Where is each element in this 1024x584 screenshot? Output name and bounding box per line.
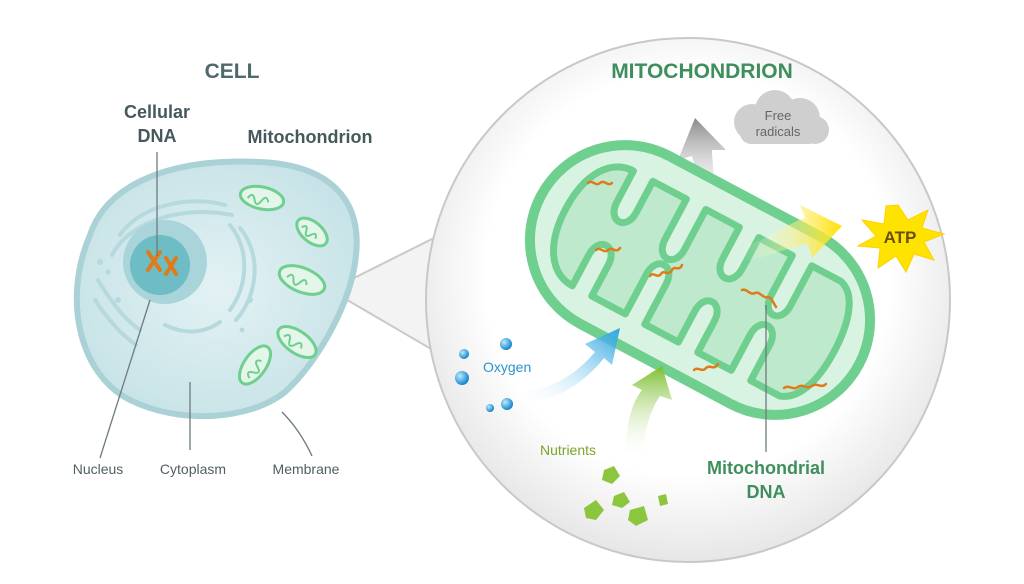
free-radicals-arrow: [678, 118, 726, 215]
membrane-label: Membrane: [273, 461, 340, 477]
chromosome-icon: [146, 250, 178, 276]
cell-mitochondria: [237, 184, 329, 386]
mitochondrial-dna-label-2: DNA: [747, 482, 786, 502]
cell-leader-lines: [99, 152, 313, 459]
mitochondrion-small-5: [237, 344, 273, 386]
atp-arrow: [742, 205, 842, 262]
vesicles: [94, 259, 253, 333]
mito-dna-4: [740, 288, 778, 309]
mitochondrion-small-3: [277, 264, 327, 296]
mito-dna-3: [648, 263, 684, 278]
mito-dna-6: [782, 382, 828, 390]
mitochondrion-label: Mitochondrion: [248, 127, 373, 147]
endoplasmic-reticulum: [93, 199, 257, 347]
mitochondrion-title: MITOCHONDRION: [611, 60, 793, 83]
free-radicals-cloud: [734, 90, 829, 144]
mitochondrion-large: [524, 140, 876, 420]
cell: [73, 152, 360, 459]
cristae: [550, 163, 853, 400]
cell-title: CELL: [205, 60, 260, 83]
atp-label: ATP: [884, 228, 917, 247]
cellular-dna-label: Cellular: [124, 102, 190, 122]
mitochondrial-dna-strands: [586, 180, 828, 390]
cellular-dna-label-2: DNA: [138, 126, 177, 146]
cytoplasm-label: Cytoplasm: [160, 461, 226, 477]
oxygen-molecules: [455, 338, 513, 412]
nucleus: [130, 235, 190, 295]
mitochondrion-small-2: [295, 216, 329, 248]
free-radicals-label: Free: [765, 108, 792, 123]
oxygen-arrow: [520, 328, 620, 404]
nucleus-label: Nucleus: [73, 461, 124, 477]
nutrients-arrow: [625, 366, 672, 460]
mitochondrion-small-1: [238, 184, 286, 212]
mito-dna-5: [692, 362, 720, 372]
mitochondrial-dna-label: Mitochondrial: [707, 458, 825, 478]
nutrients-label: Nutrients: [540, 442, 596, 458]
nutrient-particles: [584, 466, 668, 526]
mitochondrion-small-4: [276, 324, 318, 360]
oxygen-label: Oxygen: [483, 359, 531, 375]
mito-dna-1: [586, 180, 614, 186]
mito-dna-2: [594, 246, 622, 253]
free-radicals-label-2: radicals: [756, 124, 801, 139]
atp-burst-icon: [856, 204, 946, 274]
